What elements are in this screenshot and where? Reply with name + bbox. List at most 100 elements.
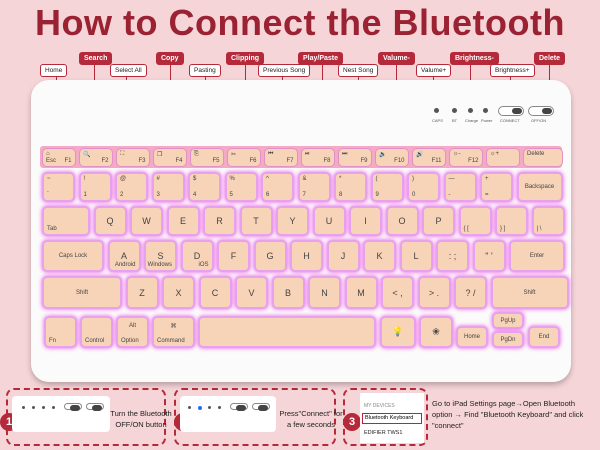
num-key-4[interactable]: $4	[188, 172, 221, 202]
shift-key-7[interactable]: M	[344, 276, 378, 309]
home-key-4[interactable]: F	[217, 240, 250, 272]
lightbulb-icon: 💡	[392, 326, 404, 337]
home-key-9[interactable]: L	[399, 240, 433, 272]
home-key-6[interactable]: H	[290, 240, 323, 272]
fn-key-13[interactable]: ☼+	[486, 148, 520, 167]
fn-key-2[interactable]: 🔍F2	[79, 148, 113, 167]
key-light[interactable]: 💡	[380, 316, 416, 348]
edifier-item[interactable]: EDIFIER TWS1	[364, 430, 403, 436]
key-12[interactable]: } ]	[495, 206, 528, 236]
key-space[interactable]	[198, 316, 376, 348]
key-13[interactable]: | \	[531, 206, 565, 236]
home-key-0[interactable]: Caps Lock	[42, 240, 104, 272]
shift-key-10[interactable]: ? /	[454, 276, 487, 309]
key-right[interactable]: End	[528, 326, 560, 348]
key-fn[interactable]: Fn	[44, 316, 77, 348]
shift-key-9[interactable]: > .	[417, 276, 451, 309]
num-key-6[interactable]: ^6	[261, 172, 294, 202]
fn-key-10[interactable]: 🔉F10	[375, 148, 409, 167]
fn-key-12[interactable]: ☼-F12	[449, 148, 483, 167]
key-10[interactable]: P	[422, 206, 455, 236]
key-9[interactable]: O	[385, 206, 419, 236]
key-6[interactable]: Y	[276, 206, 309, 236]
num-key-10[interactable]: )0	[407, 172, 440, 202]
label-play-paste: Play/Paste	[298, 52, 344, 65]
fn-key-3[interactable]: ⛶F3	[116, 148, 150, 167]
bluetooth-keyboard-item[interactable]: Bluetooth Keyboard	[362, 413, 422, 424]
key-label: R	[216, 216, 223, 226]
key-8[interactable]: I	[349, 206, 382, 236]
fn-key-9[interactable]: ⏭F9	[338, 148, 372, 167]
fn-key-11[interactable]: 🔊F11	[412, 148, 446, 167]
num-key-5[interactable]: %5	[224, 172, 258, 202]
fn-key-5[interactable]: ⎘F5	[190, 148, 224, 167]
key-1[interactable]: Q	[93, 206, 127, 236]
key-4[interactable]: R	[203, 206, 236, 236]
shift-key-1[interactable]: Z	[125, 276, 159, 309]
key-2[interactable]: W	[130, 206, 163, 236]
shift-key-11[interactable]: Shift	[490, 276, 569, 309]
num-key-0[interactable]: ~`	[42, 172, 75, 202]
num-key-1[interactable]: !1	[78, 172, 112, 202]
num-key-8[interactable]: *8	[334, 172, 367, 202]
num-key-3[interactable]: #3	[151, 172, 185, 202]
power-switch[interactable]	[528, 106, 554, 116]
num-key-7[interactable]: &7	[297, 172, 331, 202]
home-key-11[interactable]: " '	[472, 240, 506, 272]
label-volume-plus: Valume+	[416, 64, 452, 77]
key-5[interactable]: T	[239, 206, 273, 236]
fn-key-8[interactable]: ⏯F8	[301, 148, 335, 167]
key-command[interactable]: ⌘Command	[152, 316, 195, 348]
shift-key-8[interactable]: < ,	[381, 276, 414, 309]
shift-key-3[interactable]: C	[198, 276, 232, 309]
key-label: U	[325, 216, 333, 226]
shift-key-4[interactable]: V	[235, 276, 268, 309]
connect-button[interactable]	[498, 106, 524, 116]
home-key-10[interactable]: : ;	[436, 240, 469, 272]
home-key-5[interactable]: G	[253, 240, 287, 272]
label-brightness-minus: Brightness-	[450, 52, 499, 65]
fn-key-4[interactable]: ❐F4	[153, 148, 187, 167]
key-up[interactable]: PgUp	[492, 312, 524, 329]
num-key-2[interactable]: @2	[115, 172, 148, 202]
key-control[interactable]: Control	[80, 316, 113, 348]
num-key-11[interactable]: —-	[443, 172, 477, 202]
key-label: Shift	[523, 289, 536, 296]
home-key-12[interactable]: Enter	[509, 240, 565, 272]
fn-key-14[interactable]: Delete	[523, 148, 563, 167]
key-icon: ✂	[231, 152, 237, 158]
fn-key-7[interactable]: ⏮F7	[264, 148, 298, 167]
key-7[interactable]: U	[312, 206, 346, 236]
fn-key-6[interactable]: ✂F6	[227, 148, 261, 167]
num-key-12[interactable]: +=	[480, 172, 513, 202]
key-3[interactable]: E	[166, 206, 200, 236]
num-key-13[interactable]: Backspace	[516, 172, 563, 202]
key-0[interactable]: Tab	[42, 206, 90, 236]
key-label: } ]	[500, 226, 506, 232]
key-label: `	[47, 192, 49, 198]
shift-key-5[interactable]: B	[271, 276, 305, 309]
key-label: < ,	[392, 287, 403, 298]
key-icon: ⏯	[305, 151, 310, 157]
home-key-7[interactable]: J	[326, 240, 360, 272]
num-key-9[interactable]: (9	[370, 172, 404, 202]
label-copy: Copy	[156, 52, 184, 65]
shift-key-6[interactable]: N	[308, 276, 341, 309]
shift-key-2[interactable]: X	[162, 276, 195, 309]
key-mode[interactable]: ❀	[419, 316, 453, 348]
key-icon: ⎘	[194, 151, 199, 157]
key-11[interactable]: { [	[458, 206, 492, 236]
home-key-8[interactable]: K	[363, 240, 396, 272]
key-left[interactable]: Home	[456, 326, 488, 348]
shift-key-0[interactable]: Shift	[42, 276, 122, 309]
os-label: iOS	[198, 262, 209, 268]
key-label: F3	[138, 158, 146, 164]
key-down[interactable]: PgDn	[492, 331, 524, 348]
label-delete: Delete	[534, 52, 566, 65]
key-label: %	[229, 176, 235, 182]
